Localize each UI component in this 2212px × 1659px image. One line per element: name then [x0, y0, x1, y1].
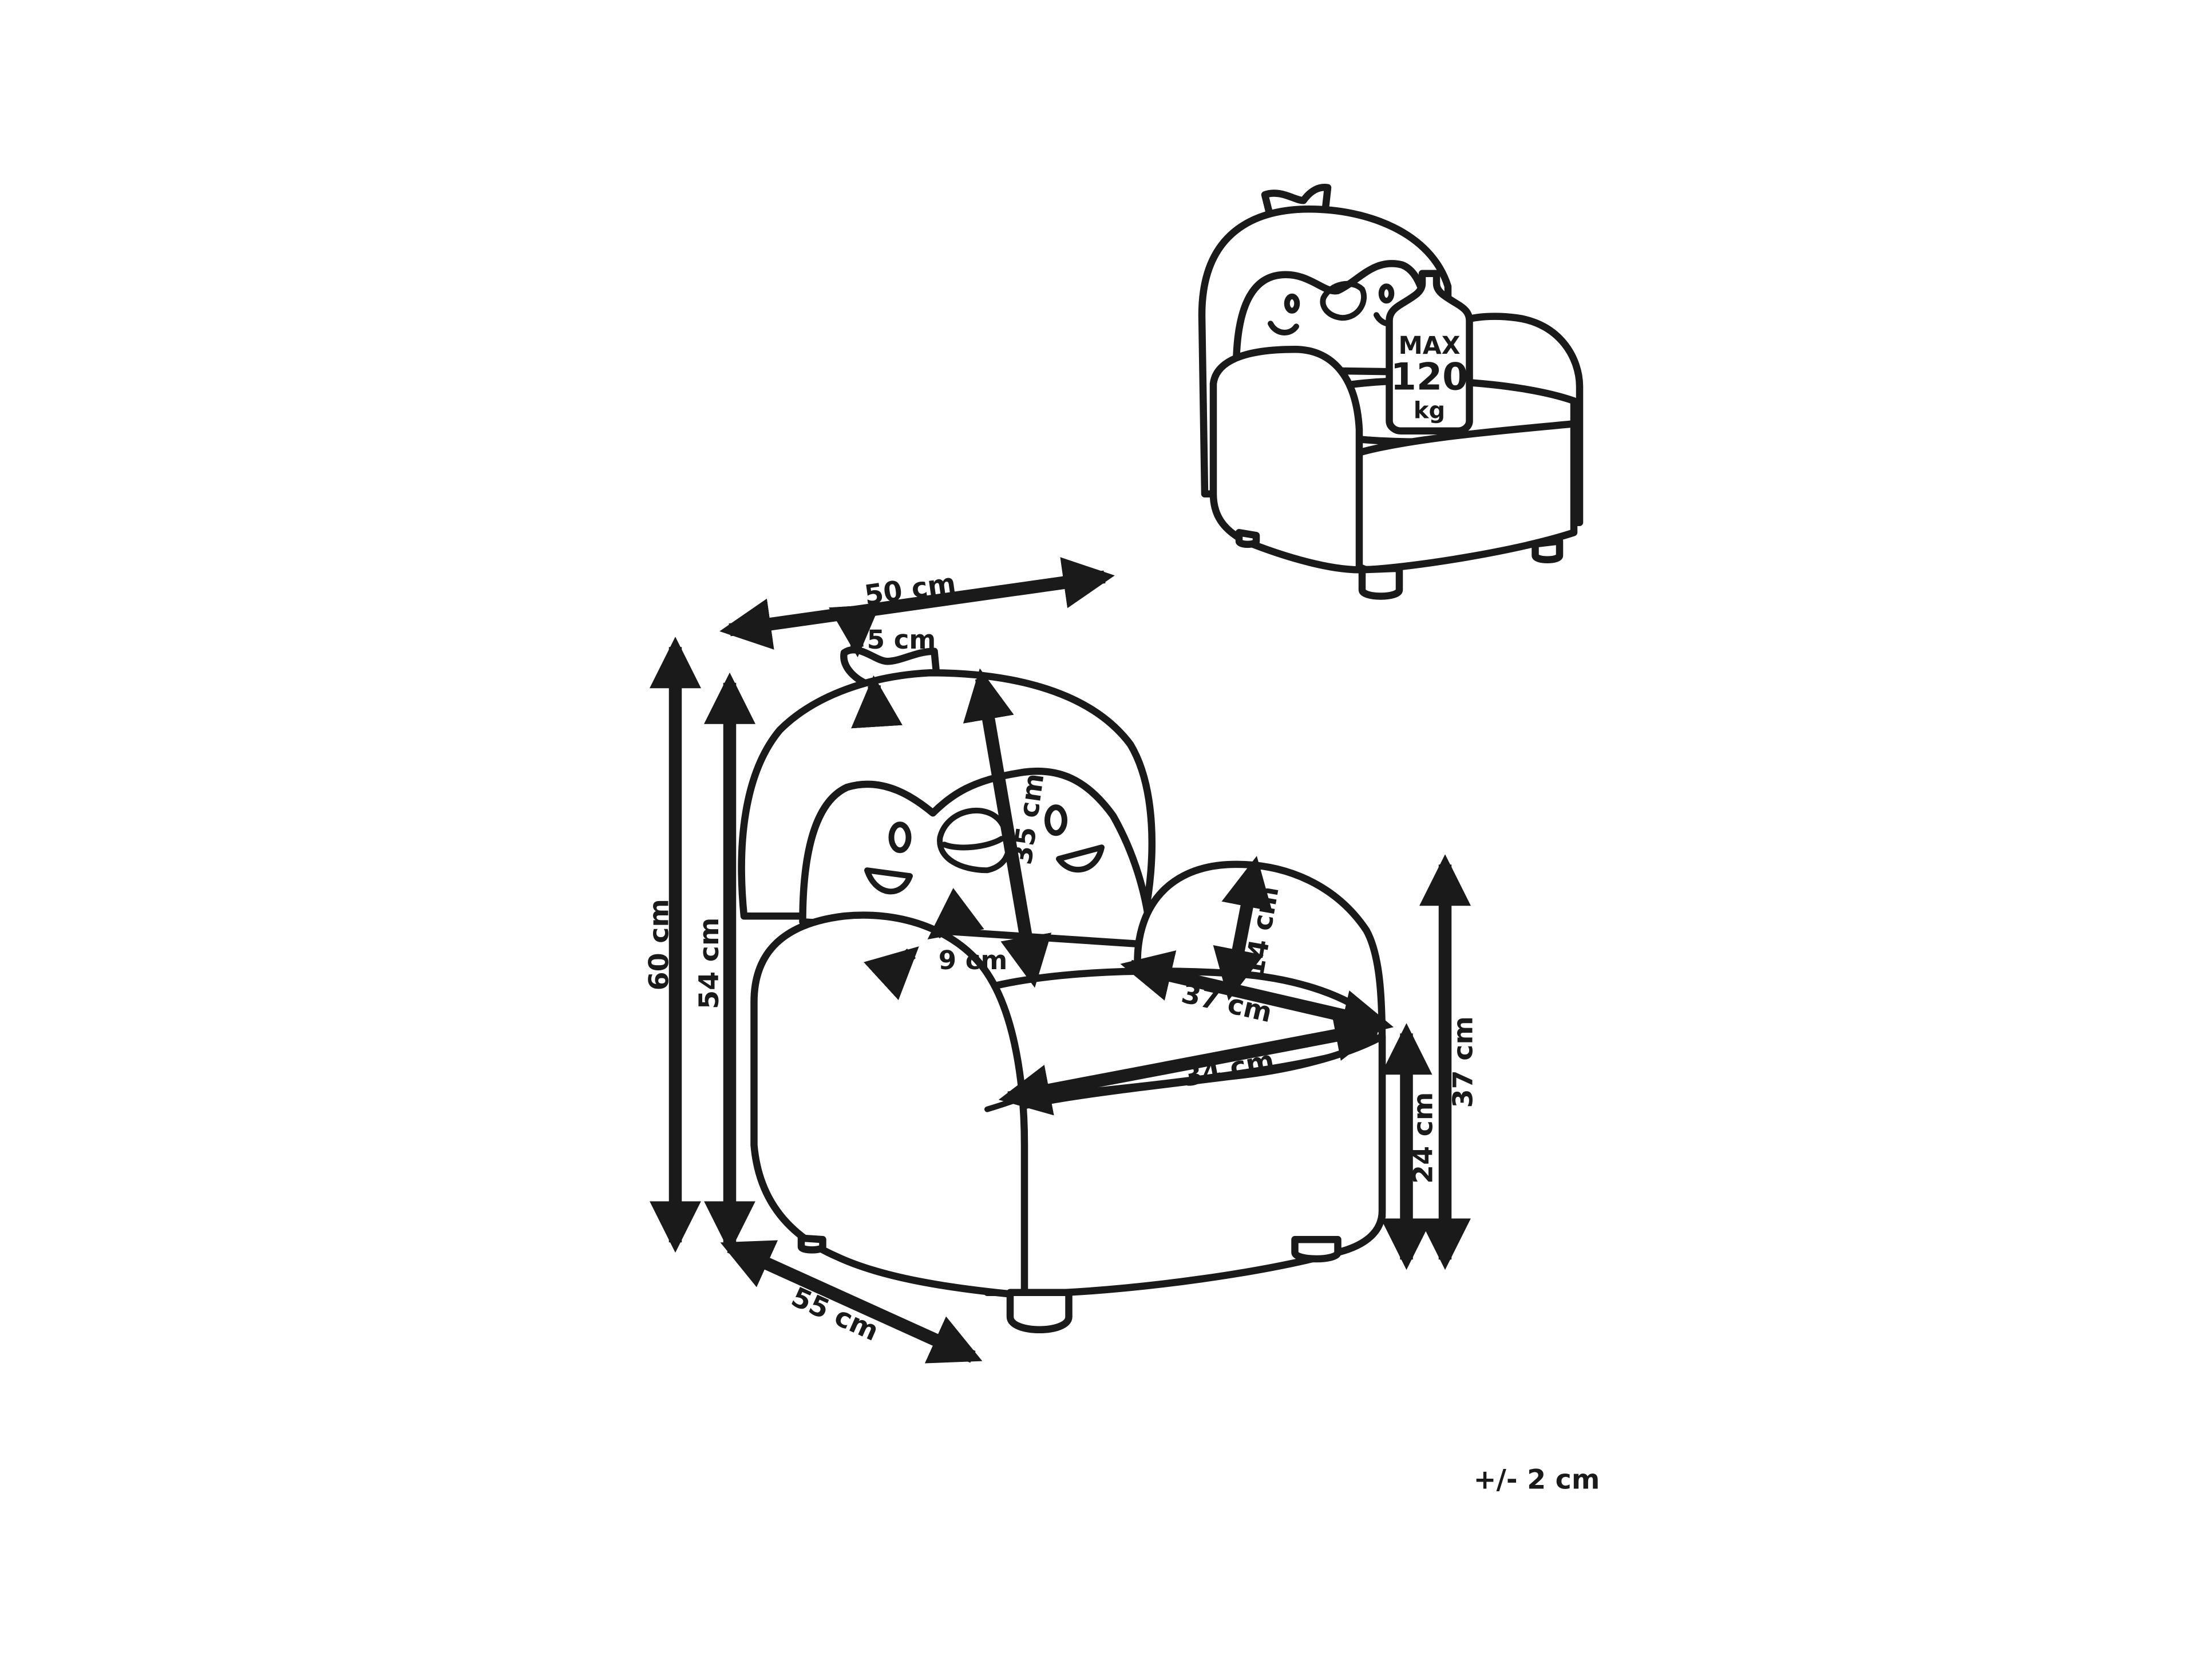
max-weight-badge: MAX 120 kg — [1386, 270, 1473, 434]
weight-badge-value: 120 — [1391, 356, 1469, 398]
dim-line-armrest-width-b — [864, 946, 919, 1001]
preview-chair: MAX 120 kg — [1198, 184, 1584, 600]
label-total-height: 60 cm — [644, 899, 675, 990]
dim-line-ear-bottom — [851, 675, 903, 729]
tolerance-note: +/- 2 cm — [1474, 1464, 1600, 1495]
label-seat-height: 24 cm — [1408, 1092, 1439, 1184]
dim-line-armrest-width-a — [927, 888, 984, 940]
dim-line-seat-depth — [998, 1010, 1387, 1116]
weight-badge-unit: kg — [1414, 397, 1445, 424]
dim-line-back-height — [963, 668, 1052, 988]
weight-badge-max: MAX — [1399, 332, 1461, 360]
label-body-height: 54 cm — [694, 918, 725, 1009]
dim-line-width — [719, 557, 1115, 650]
dim-line-depth — [720, 1240, 983, 1364]
dimension-lines — [650, 557, 1471, 1364]
label-arm-height: 37 cm — [1448, 1016, 1479, 1108]
label-ear: 5 cm — [867, 625, 936, 655]
label-armrest-width: 9 cm — [939, 945, 1008, 975]
dim-line-ear-top — [829, 604, 880, 658]
main-chair — [738, 646, 1386, 1333]
